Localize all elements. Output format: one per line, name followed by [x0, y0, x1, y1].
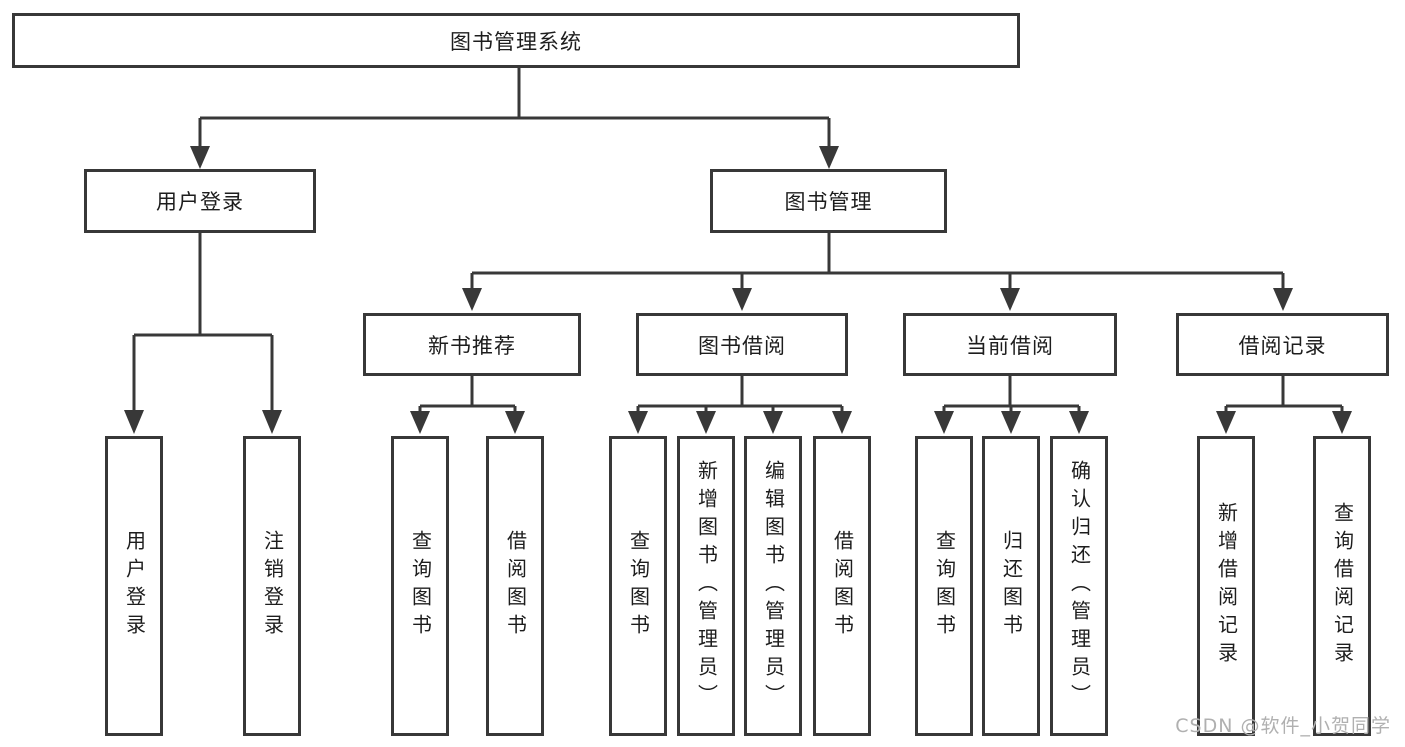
node-borrowing-records: 借阅记录	[1176, 313, 1389, 376]
node-borrowing-borrow-books-label: 借阅图书	[830, 530, 855, 642]
node-query-borrow-record: 查询借阅记录	[1313, 436, 1371, 736]
node-recommend-query-books-label: 查询图书	[408, 530, 433, 642]
node-return-books: 归还图书	[982, 436, 1040, 736]
connector-user-login-to-children	[124, 233, 282, 434]
node-user-login-action-label: 用户登录	[122, 530, 147, 642]
node-book-borrowing: 图书借阅	[636, 313, 848, 376]
node-borrowing-query-books: 查询图书	[609, 436, 667, 736]
node-user-login-action: 用户登录	[105, 436, 163, 736]
node-query-borrow-record-label: 查询借阅记录	[1330, 502, 1355, 670]
connector-new-book-recommend-to-children	[410, 376, 525, 434]
node-book-management-label: 图书管理	[784, 190, 873, 214]
node-user-login: 用户登录	[84, 169, 316, 233]
connector-book-management-to-children	[462, 233, 1293, 311]
node-current-query-books: 查询图书	[915, 436, 973, 736]
node-borrowing-borrow-books: 借阅图书	[813, 436, 871, 736]
node-logout-action-label: 注销登录	[260, 530, 285, 642]
node-add-borrow-record: 新增借阅记录	[1197, 436, 1255, 736]
node-current-query-books-label: 查询图书	[932, 530, 957, 642]
node-logout-action: 注销登录	[243, 436, 301, 736]
node-new-book-recommend: 新书推荐	[363, 313, 581, 376]
node-new-book-recommend-label: 新书推荐	[428, 333, 516, 358]
node-edit-books-admin: 编辑图书（管理员）	[744, 436, 802, 736]
node-edit-books-admin-label: 编辑图书（管理员）	[761, 460, 786, 712]
node-borrowing-query-books-label: 查询图书	[626, 530, 651, 642]
node-current-borrowing-label: 当前借阅	[966, 333, 1054, 358]
node-library-management-system-label: 图书管理系统	[450, 29, 582, 54]
node-current-borrowing: 当前借阅	[903, 313, 1117, 376]
node-recommend-borrow-books-label: 借阅图书	[503, 530, 528, 642]
node-add-books-admin-label: 新增图书（管理员）	[694, 460, 719, 712]
connector-root-to-children	[190, 68, 839, 169]
node-return-books-label: 归还图书	[999, 530, 1024, 642]
node-confirm-return-admin-label: 确认归还（管理员）	[1067, 460, 1092, 712]
node-library-management-system: 图书管理系统	[12, 13, 1020, 68]
node-confirm-return-admin: 确认归还（管理员）	[1050, 436, 1108, 736]
connector-borrowing-records-to-children	[1216, 376, 1352, 434]
node-user-login-label: 用户登录	[156, 190, 244, 214]
node-book-borrowing-label: 图书借阅	[698, 333, 786, 358]
node-book-management: 图书管理	[710, 169, 947, 233]
node-recommend-borrow-books: 借阅图书	[486, 436, 544, 736]
connector-book-borrowing-to-children	[628, 376, 852, 434]
node-recommend-query-books: 查询图书	[391, 436, 449, 736]
connector-current-borrowing-to-children	[934, 376, 1089, 434]
node-add-borrow-record-label: 新增借阅记录	[1214, 502, 1239, 670]
node-add-books-admin: 新增图书（管理员）	[677, 436, 735, 736]
node-borrowing-records-label: 借阅记录	[1238, 333, 1327, 358]
csdn-watermark: CSDN @软件_小贺同学	[1175, 715, 1391, 737]
